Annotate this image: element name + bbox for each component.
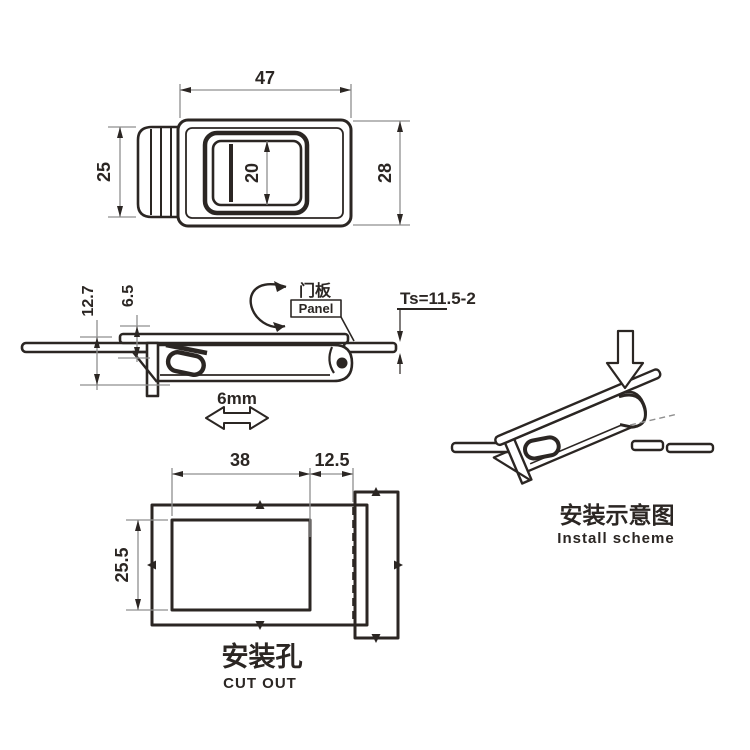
press-down-arrow bbox=[605, 329, 645, 390]
dim-label-12-5: 12.5 bbox=[314, 450, 349, 470]
catch-roller bbox=[336, 357, 348, 369]
dim-label-6-5: 6.5 bbox=[120, 285, 137, 307]
rotation-arrow bbox=[249, 281, 287, 332]
dim-label-20: 20 bbox=[242, 163, 262, 183]
front-leg bbox=[145, 341, 160, 398]
cutout-title-cn: 安装孔 bbox=[222, 642, 303, 672]
cutout-hole bbox=[170, 518, 312, 612]
cutout-view: 38 12.5 25.5 安装孔 CUT OUT bbox=[112, 450, 403, 692]
dim-label-38: 38 bbox=[230, 450, 250, 470]
dim-12-7: 12.7 bbox=[80, 285, 170, 390]
dim-label-47: 47 bbox=[255, 68, 275, 88]
tilted-front-hook bbox=[492, 450, 530, 481]
install-title-cn: 安装示意图 bbox=[560, 502, 675, 528]
side-view: 12.7 6.5 门板 Panel Ts=11.5-2 6mm bbox=[20, 281, 476, 430]
dim-25-5: 25.5 bbox=[112, 519, 168, 611]
panel-right-section bbox=[342, 341, 398, 354]
panel-left-section bbox=[20, 341, 153, 354]
dim-38-and-12-5: 38 12.5 bbox=[171, 450, 354, 537]
spring-strut bbox=[165, 342, 208, 356]
dim-panel-thickness: Ts=11.5-2 bbox=[397, 289, 476, 374]
top-view: 47 25 20 28 bbox=[94, 68, 410, 228]
front-hook bbox=[131, 350, 158, 383]
cutout-title-en: CUT OUT bbox=[223, 675, 297, 692]
push-button bbox=[211, 139, 303, 207]
panel-label-box bbox=[290, 299, 342, 318]
panel-label-cn: 门板 bbox=[299, 281, 332, 300]
install-panel-right-a bbox=[630, 439, 665, 452]
dim-6-5: 6.5 bbox=[118, 285, 150, 362]
pivot-centerline bbox=[629, 413, 679, 426]
latch-body-inner-edge bbox=[185, 127, 344, 219]
latch-flange bbox=[118, 332, 350, 345]
catch-arm bbox=[328, 346, 335, 374]
panel-callout: 门板 Panel bbox=[290, 281, 355, 342]
install-title-en: Install scheme bbox=[557, 530, 674, 547]
dim-travel-6mm: 6mm bbox=[205, 389, 269, 430]
dim-28: 28 bbox=[353, 120, 410, 226]
dim-label-ts: Ts=11.5-2 bbox=[400, 289, 476, 308]
tilted-flange bbox=[494, 368, 662, 447]
install-view: 安装示意图 Install scheme bbox=[450, 329, 715, 547]
dim-47: 47 bbox=[179, 68, 352, 118]
dim-label-25: 25 bbox=[94, 162, 114, 182]
end-cap-ridges bbox=[150, 127, 172, 217]
dim-label-28: 28 bbox=[375, 163, 395, 183]
dim-25: 25 bbox=[94, 126, 136, 218]
panel-label-en: Panel bbox=[299, 301, 334, 316]
panel-leader-line bbox=[340, 316, 355, 342]
tilted-catch-loop bbox=[618, 393, 647, 429]
dim-label-12-7: 12.7 bbox=[80, 285, 97, 316]
install-panel-right-b bbox=[665, 442, 715, 454]
dim-label-6mm: 6mm bbox=[217, 389, 257, 408]
spring-catch bbox=[165, 350, 206, 377]
tilted-latch bbox=[492, 368, 662, 485]
dim-20: 20 bbox=[242, 141, 270, 205]
tilted-spring-catch bbox=[523, 435, 561, 461]
travel-arrow bbox=[205, 406, 269, 430]
dim-label-25-5: 25.5 bbox=[112, 547, 132, 582]
